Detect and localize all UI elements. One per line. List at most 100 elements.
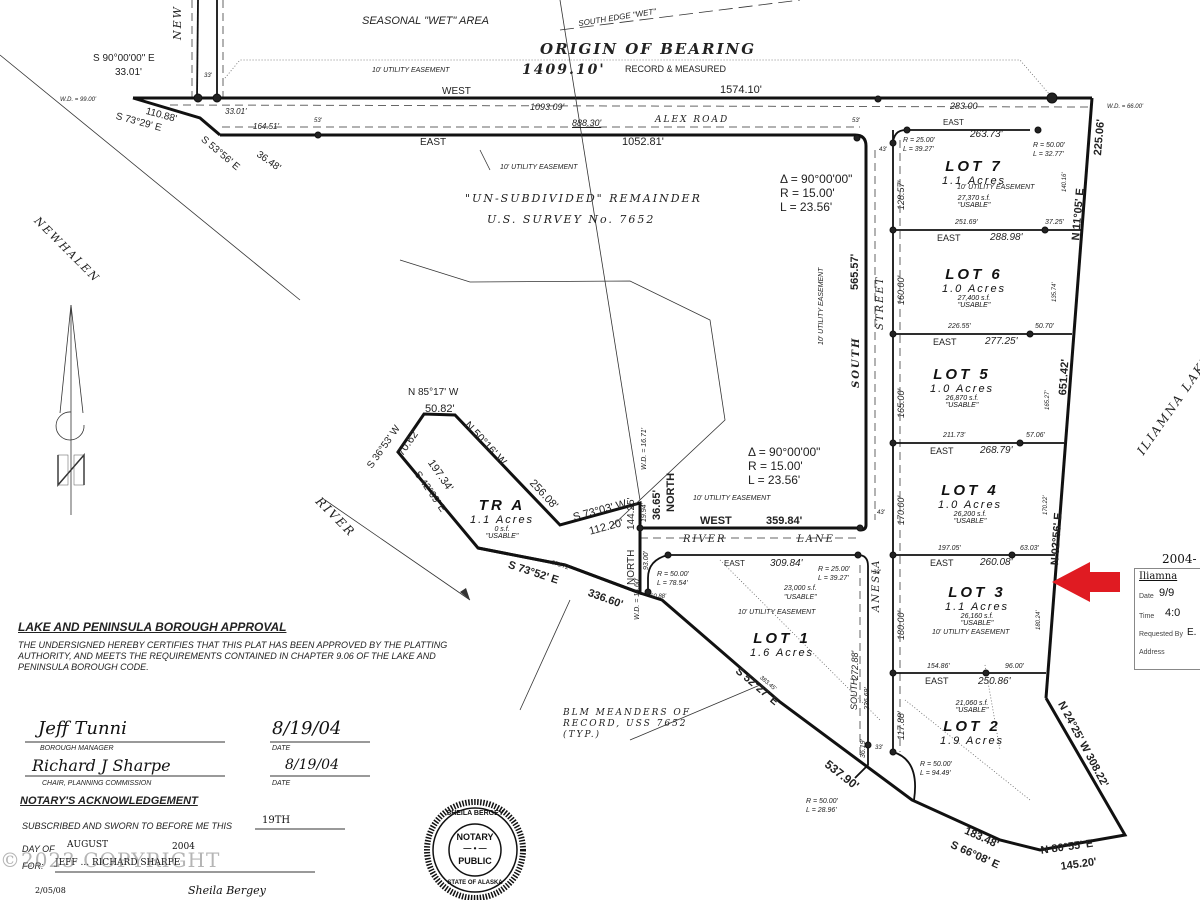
recording-stamp: Iliamna Date 9/9 Time 4:0 Requested By E… [1134,568,1200,670]
lot5-south: 211.73' [943,432,966,439]
lot4-south: 197.05' [938,545,961,552]
curve-1-radius: R = 15.00' [780,186,835,200]
stamp-address-label: Address [1139,649,1165,656]
notary-year: 2004 [172,842,195,852]
lot1-north: 309.84' [770,558,803,569]
lot-sf: 26,200 s.f. [953,511,987,518]
curve-l: L = 94.49' [920,770,951,777]
lot-3[interactable]: LOT 3 1.1 Acres 26,160 s.f. "USABLE" [945,584,1009,627]
lot-name: LOT 2 [943,718,1001,735]
blm-line-1: BLM MEANDERS OF [563,708,692,718]
lot6-extra: 50.70' [1035,323,1054,330]
seal-notary: NOTARY [456,832,494,842]
lot-usable: "USABLE" [957,302,991,309]
ft53-a: 53' [852,118,860,124]
lot-acres: 1.0 Acres [938,499,1003,511]
curve-r: R = 50.00' [1033,142,1065,149]
lot-2[interactable]: 21,060 s.f. "USABLE" LOT 2 1.9 Acres [940,700,1004,747]
river-lane-label-2: LANE [797,534,835,545]
d105281: 1052.81' [622,136,664,148]
origin-distance: 1409.10' [522,62,606,78]
lot-sf: 26,160 s.f. [960,613,994,620]
lot-usable: "USABLE" [953,518,987,525]
west-river: WEST [700,515,732,527]
curve-lot7-left: R = 25.00' L = 39.27' [903,136,935,154]
lot-acres: 1.6 Acres [750,647,815,659]
d35984: 359.84' [766,515,803,527]
lot4-left: 170.00' [896,495,906,525]
lot-7[interactable]: LOT 7 1.1 Acres 27,370 s.f. "USABLE" [942,158,1006,209]
notary-for-name: JEFF ... RICHARD SHARPE [55,858,181,868]
lot-4[interactable]: LOT 4 1.0 Acres 26,200 s.f. "USABLE" [938,482,1002,525]
seasonal-wet-label: SEASONAL "WET" AREA [362,15,490,27]
date-2: 8/19/04 [285,757,339,773]
lot6-left: 160.00' [896,275,906,305]
ft43-b: 43' [877,510,885,516]
utility-easement-1: 10' UTILITY EASEMENT [372,67,450,74]
curve-lot1-right: R = 25.00' L = 39.27' [818,565,850,583]
red-arrow-icon [1052,562,1120,602]
lot-1[interactable]: LOT 1 1.6 Acres [750,630,814,659]
lot4-east: EAST [930,446,954,456]
curve-lot2: R = 50.00' L = 94.49' [920,760,952,778]
newhalen-road-label: NEW [171,5,184,40]
lot2-left: 117.88' [896,711,906,740]
d109309: 1093.09' [530,102,565,112]
lot-sf: 27,370 s.f. [957,195,991,202]
lot-name: LOT 3 [948,584,1006,601]
seal-public: PUBLIC [458,856,492,866]
lot5-east: EAST [933,337,957,347]
lot7-south: 251.69' [955,219,978,226]
curve-1: Δ = 90°00'00" R = 15.00' L = 23.56' [780,172,852,214]
alex-road-label: ALEX ROAD [655,115,730,125]
blm-line-3: (TYP.) [563,730,602,740]
lot-acres: 1.1 Acres [942,175,1007,187]
lot5-left: 165.00' [896,388,906,418]
curve-lot7-right: R = 50.00' L = 32.77' [1033,141,1065,159]
north-upper: NORTH [665,472,677,512]
lot-usable: "USABLE" [784,594,817,601]
record-measured-label: RECORD & MEASURED [625,64,727,74]
us-survey-label: U.S. SURVEY No. 7652 [487,213,656,226]
lot1-lower: 36.19' [860,739,867,758]
lot-5[interactable]: LOT 5 1.0 Acres 26,870 s.f. "USABLE" [930,366,994,409]
recording-number: 2004- [1162,552,1197,566]
notary-signature: Sheila Bergey [188,884,266,897]
lot7-extra: 37.25' [1045,219,1064,226]
ft33-c: 33' [875,745,883,751]
lot5-right: 165.27' [1045,390,1051,411]
lot3-east: EAST [930,558,954,568]
lot4-north: 268.79' [980,445,1013,456]
origin-of-bearing-label: ORIGIN OF BEARING [540,40,756,58]
south-lower-label: SOUTH [849,678,859,711]
lot7-north: 263.73' [970,129,1003,140]
approval-body: THE UNDERSIGNED HEREBY CERTIFIES THAT TH… [18,640,448,672]
d1994: 19.94' [641,503,648,522]
notary-day-of: DAY OF [22,844,55,854]
lot-usable: "USABLE" [957,202,991,209]
wd1671: W.D. = 16.71' [641,427,648,470]
utility-easement-6: 10' UTILITY EASEMENT [957,184,1035,191]
stamp-time: 4:0 [1165,607,1181,619]
lot-6[interactable]: LOT 6 1.0 Acres 27,400 s.f. "USABLE" [942,266,1006,309]
curve-2-radius: R = 15.00' [748,459,803,473]
notary-expires: 2/05/08 [35,886,66,895]
lot3-extra: 96.00' [1005,663,1024,670]
lot-usable: "USABLE" [955,707,989,714]
wd1460: W.D. = 14.60' [634,577,641,620]
lot-name: LOT 4 [941,482,999,499]
lot-acres: 1.1 Acres [945,601,1010,613]
notary-month: AUGUST [67,840,109,850]
notary-for: FOR: [22,861,44,871]
lot1-east: EAST [724,559,745,568]
blm-meanders-label: BLM MEANDERS OF RECORD, USS 7652 (TYP.) [563,708,691,741]
top-left-bearing: S 90°00'00" E [93,53,155,64]
river-lane-label-1: RIVER [683,534,727,545]
tract-a-sf: 0 s.f. [494,526,510,533]
tract-a[interactable]: TR A 1.1 Acres 0 s.f. "USABLE" [470,497,534,540]
east-alex: EAST [420,137,447,148]
lot7-east: EAST [943,118,964,127]
lot-acres: 1.9 Acres [940,735,1005,747]
manager-title: BOROUGH MANAGER [40,745,114,752]
lot2-east: EAST [925,676,949,686]
